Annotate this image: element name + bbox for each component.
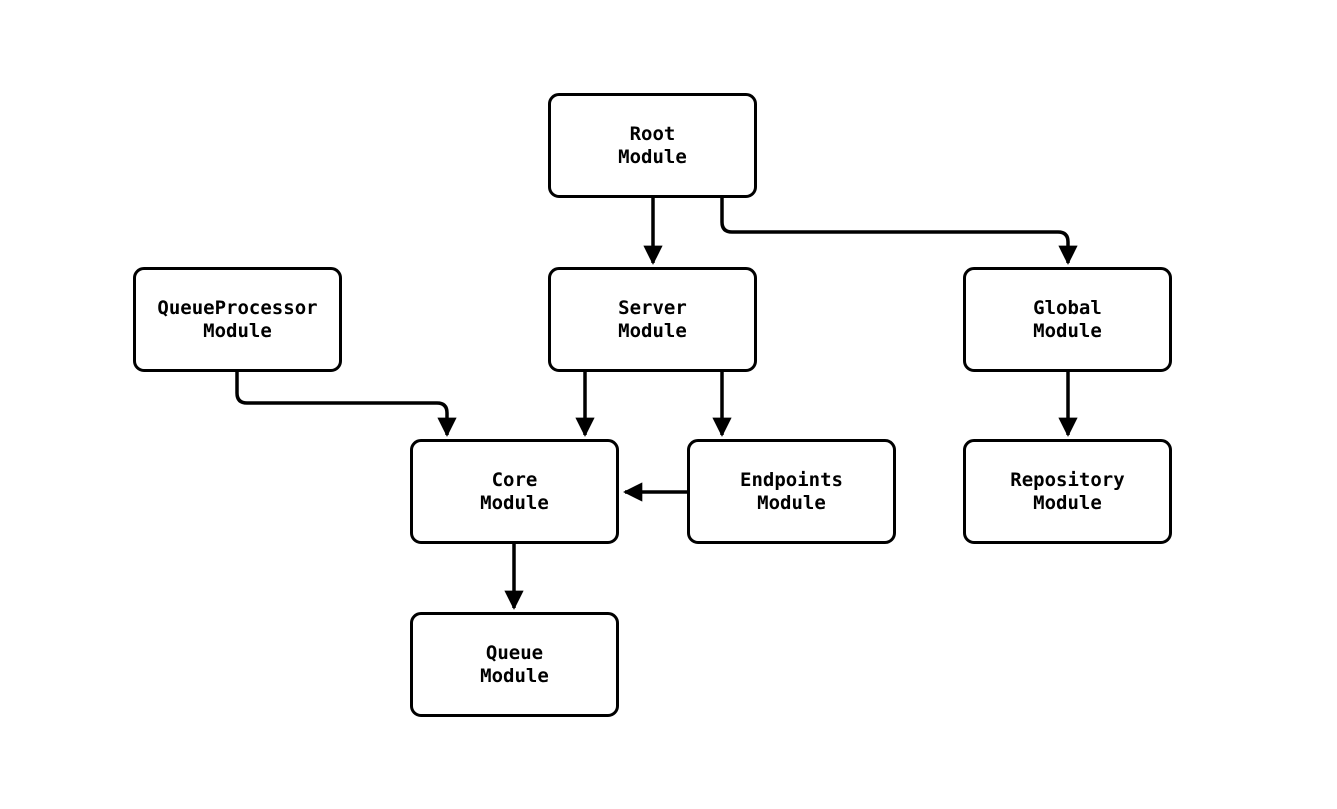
edge-queueprocessor-to-core-arrow	[235, 372, 457, 437]
node-global-module-label: Global Module	[1033, 296, 1102, 342]
node-root-module-label: Root Module	[618, 122, 687, 168]
node-repository-module: Repository Module	[963, 439, 1172, 544]
node-server-module-label: Server Module	[618, 296, 687, 342]
node-core-module-label: Core Module	[480, 468, 549, 514]
node-global-module: Global Module	[963, 267, 1172, 372]
node-queue-module-label: Queue Module	[480, 641, 549, 687]
node-queue-module: Queue Module	[410, 612, 619, 717]
node-repository-module-label: Repository Module	[1010, 468, 1125, 514]
node-endpoints-module-label: Endpoints Module	[740, 468, 843, 514]
node-root-module: Root Module	[548, 93, 757, 198]
node-core-module: Core Module	[410, 439, 619, 544]
node-queueprocessor-module-label: QueueProcessor Module	[157, 296, 318, 342]
edge-root-to-global-arrow	[720, 198, 1078, 265]
node-queueprocessor-module: QueueProcessor Module	[133, 267, 342, 372]
node-endpoints-module: Endpoints Module	[687, 439, 896, 544]
node-server-module: Server Module	[548, 267, 757, 372]
